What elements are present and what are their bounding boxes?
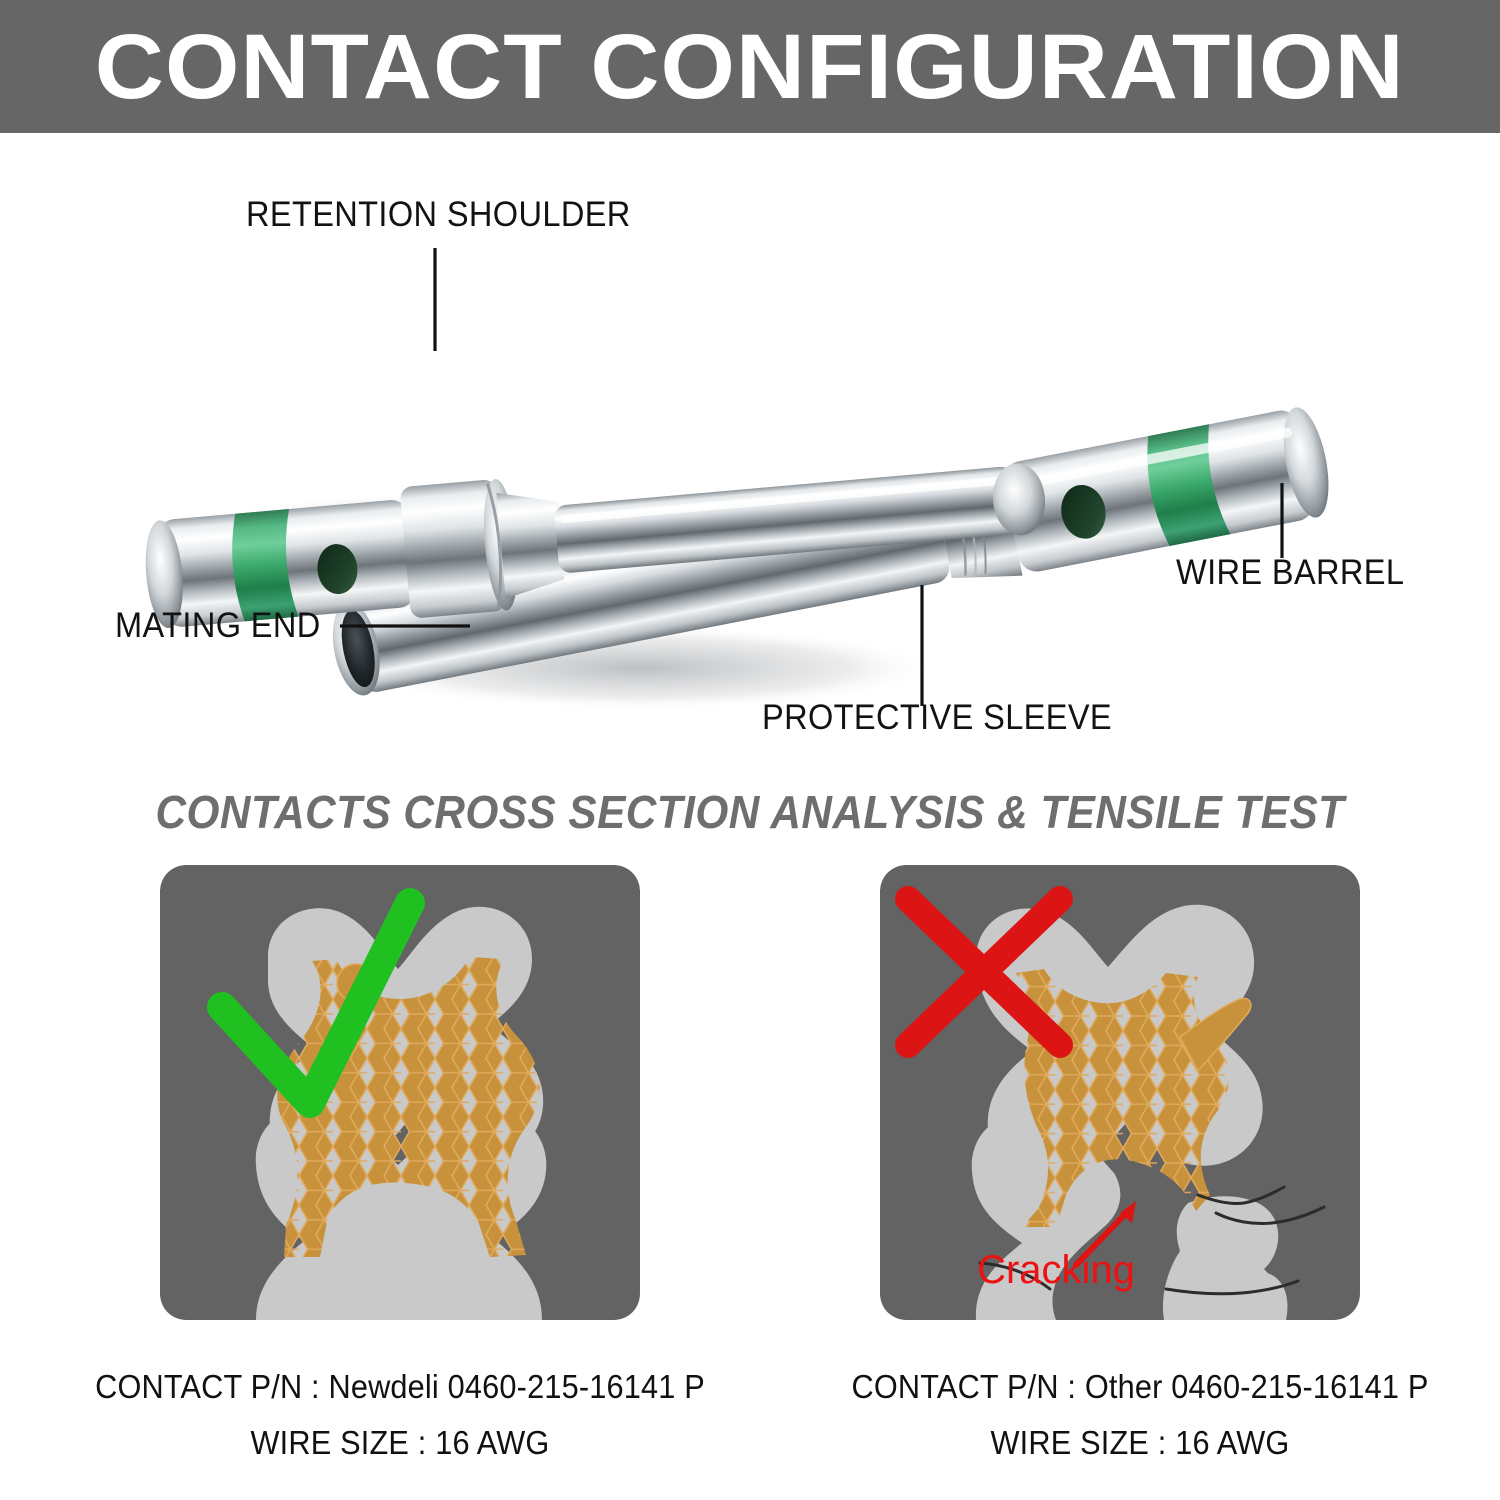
caption-good-line2: WIRE SIZE : 16 AWG xyxy=(250,1424,550,1461)
mating-barrel-cap xyxy=(145,520,183,628)
green-band-mating xyxy=(232,509,299,622)
crack-lines xyxy=(978,1185,1326,1296)
retention-shoulder xyxy=(400,479,506,618)
wire-strand-arm-bad xyxy=(1178,997,1252,1073)
caption-bad-line1: CONTACT P/N : Other 0460-215-16141 P xyxy=(851,1368,1429,1405)
inspection-hole-mating xyxy=(317,544,358,595)
cross-section-good-svg xyxy=(160,865,640,1320)
caption-good-line1: CONTACT P/N : Newdeli 0460-215-16141 P xyxy=(95,1368,705,1405)
label-protective-sleeve: PROTECTIVE SLEEVE xyxy=(762,698,1113,737)
cross-section-bad-svg: Cracking xyxy=(880,865,1360,1320)
contact-neck xyxy=(496,492,565,599)
cross-section-panel-good xyxy=(160,865,640,1320)
retention-shoulder-groove xyxy=(486,483,503,608)
crack-label: Cracking xyxy=(977,1248,1135,1292)
contact-tip xyxy=(992,463,1046,536)
shank-highlight xyxy=(560,476,1008,524)
check-icon xyxy=(207,888,425,1118)
label-retention-shoulder: RETENTION SHOULDER xyxy=(246,195,631,234)
header-banner: CONTACT CONFIGURATION xyxy=(0,0,1500,133)
contact-illustration xyxy=(145,248,1329,710)
cross-section-panel-bad: Cracking xyxy=(880,865,1360,1320)
wire-barrel-end-cap xyxy=(1283,407,1329,518)
label-wire-barrel: WIRE BARREL xyxy=(1176,553,1405,592)
caption-bad-line2: WIRE SIZE : 16 AWG xyxy=(990,1424,1290,1461)
contact-metal-bad-bottom-wedge xyxy=(1168,1261,1288,1320)
cross-icon xyxy=(895,886,1073,1058)
crack-arrow-icon xyxy=(1073,1201,1136,1268)
contact-rear xyxy=(145,463,1046,628)
page-title: CONTACT CONFIGURATION xyxy=(95,15,1405,118)
label-mating-end: MATING END xyxy=(115,606,321,645)
barrel-highlight xyxy=(1013,427,1293,490)
contact-photo-diagram: RETENTION SHOULDER MATING END PROTECTIVE… xyxy=(0,133,1500,763)
inspection-hole-barrel xyxy=(1061,484,1106,539)
section-subtitle: CONTACTS CROSS SECTION ANALYSIS & TENSIL… xyxy=(155,786,1345,838)
sleeve-bore xyxy=(341,610,375,688)
